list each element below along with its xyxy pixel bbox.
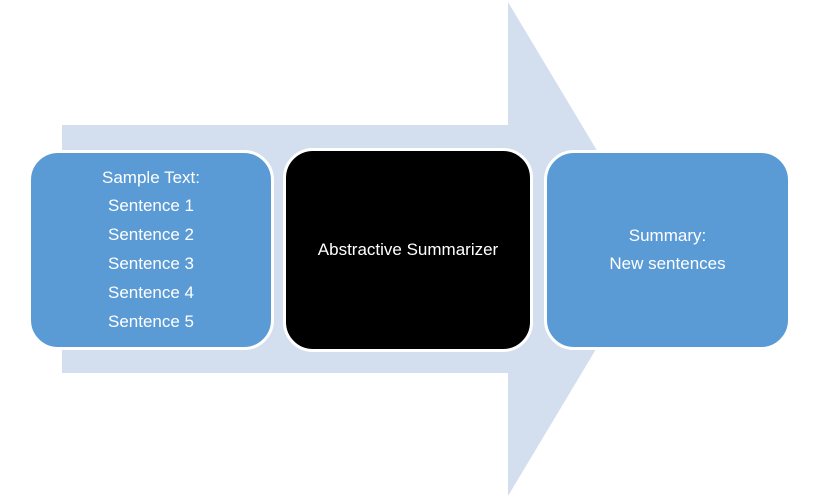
summary-output-box: Summary: New sentences: [544, 150, 791, 350]
summary-text: New sentences: [609, 254, 726, 273]
summarizer-label: Abstractive Summarizer: [317, 239, 499, 259]
input-text-box: Sample Text: Sentence 1 Sentence 2 Sente…: [28, 150, 274, 350]
summary-title: Summary:: [628, 226, 707, 245]
sentence-1: Sentence 1: [107, 196, 194, 216]
input-title: Sample Text:: [102, 167, 200, 187]
summarizer-box: Abstractive Summarizer: [283, 148, 533, 352]
sentence-5: Sentence 5: [107, 311, 194, 331]
sentence-2: Sentence 2: [107, 225, 194, 245]
sentence-4: Sentence 4: [107, 282, 194, 302]
sentence-3: Sentence 3: [107, 254, 194, 273]
